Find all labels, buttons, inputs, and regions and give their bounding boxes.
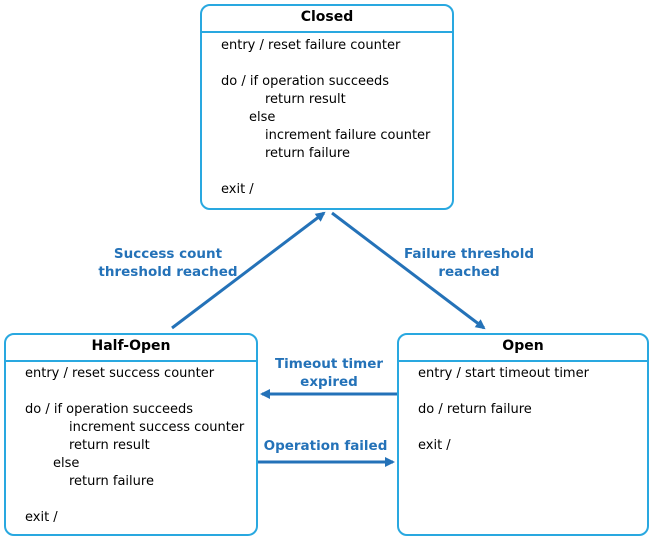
arrow-halfopen-to-closed — [171, 211, 326, 330]
state-line: else — [249, 110, 276, 125]
state-line: exit / — [221, 182, 254, 197]
state-divider — [202, 31, 452, 33]
label-line: threshold reached — [98, 264, 238, 280]
transition-label-failure: Failure threshold reached — [398, 245, 540, 281]
state-line: return failure — [69, 474, 154, 489]
state-closed: Closed entry / reset failure counter do … — [200, 4, 454, 210]
label-line: Timeout timer — [274, 356, 384, 372]
state-line: exit / — [418, 438, 451, 453]
label-line: expired — [300, 374, 358, 390]
state-line: return failure — [265, 146, 350, 161]
state-line: else — [53, 456, 80, 471]
label-line: Operation failed — [263, 438, 388, 454]
state-title: Half-Open — [91, 338, 171, 354]
state-line: increment success counter — [69, 420, 245, 435]
state-line: do / if operation succeeds — [25, 402, 194, 417]
state-line: entry / reset success counter — [25, 366, 215, 381]
state-line: do / return failure — [418, 402, 532, 417]
state-line: return result — [265, 92, 346, 107]
transition-label-timeout: Timeout timer expired — [270, 355, 388, 391]
label-line: Failure threshold — [403, 246, 534, 262]
state-line: entry / reset failure counter — [221, 38, 401, 53]
label-line: reached — [438, 264, 500, 280]
state-line: exit / — [25, 510, 58, 525]
state-divider — [399, 360, 647, 362]
state-line: return result — [69, 438, 150, 453]
state-line: increment failure counter — [265, 128, 431, 143]
state-title: Open — [502, 338, 544, 354]
state-line: do / if operation succeeds — [221, 74, 390, 89]
state-line: entry / start timeout timer — [418, 366, 589, 381]
state-divider — [6, 360, 256, 362]
arrow-closed-to-open — [331, 211, 486, 330]
state-half-open: Half-Open entry / reset success counter … — [4, 333, 258, 536]
state-title: Closed — [300, 9, 354, 25]
transition-label-success: Success count threshold reached — [80, 245, 256, 281]
state-open: Open entry / start timeout timer do / re… — [397, 333, 649, 536]
label-line: Success count — [113, 246, 223, 262]
transition-label-operation-failed: Operation failed — [258, 437, 393, 455]
